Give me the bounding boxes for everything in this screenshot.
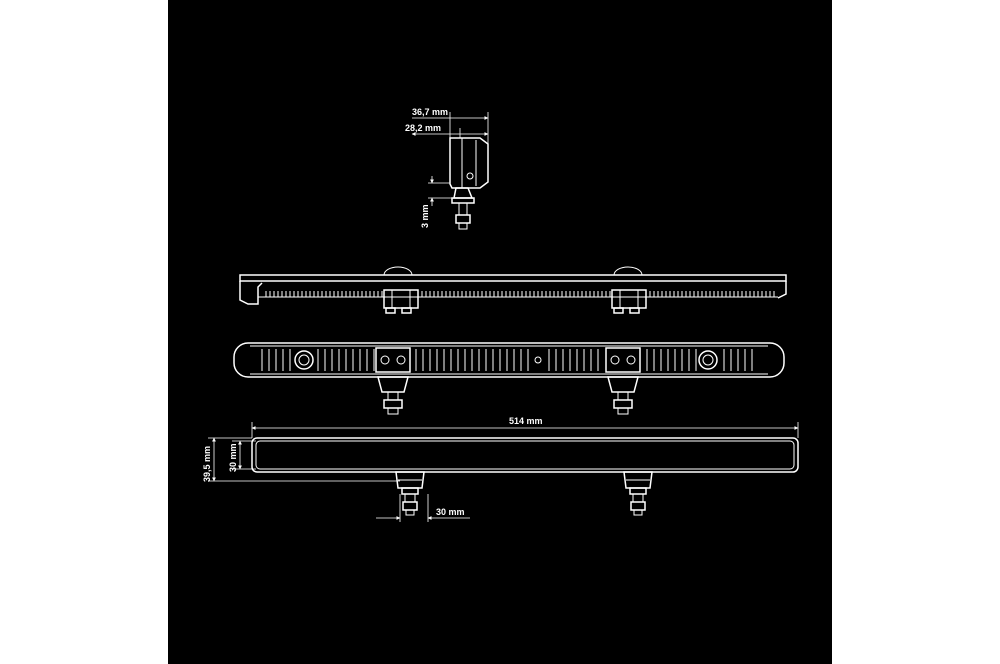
side-bolt-end <box>458 222 468 230</box>
rear-mount-hole-left <box>294 350 314 370</box>
side-bolt <box>458 202 468 216</box>
front-dimensions <box>208 422 799 522</box>
side-nut <box>455 214 471 224</box>
rear-housing <box>233 342 785 378</box>
front-bracket-right <box>623 471 653 516</box>
top-frame <box>239 274 787 282</box>
top-end-cap-left <box>239 281 263 305</box>
body-depth-dimension-label: 28,2 mm <box>405 123 441 133</box>
drawing-canvas <box>168 0 832 664</box>
top-end-cap-right <box>777 281 787 299</box>
side-pivot <box>466 172 474 180</box>
rear-bracket-left <box>375 347 411 415</box>
side-washer <box>451 197 475 204</box>
bolt-dimension-label: 3 mm <box>420 204 430 228</box>
lens-height-dimension-label: 30 mm <box>228 443 238 472</box>
top-bracket-right <box>611 289 647 314</box>
rear-mount-hole-right <box>698 350 718 370</box>
side-housing <box>449 137 489 189</box>
rear-heatsink-fins <box>261 349 753 371</box>
side-profile-view <box>449 137 489 230</box>
depth-dimension-label: 36,7 mm <box>412 107 448 117</box>
rear-bracket-right <box>605 347 641 415</box>
top-mount-bulge-right <box>613 266 643 276</box>
side-bracket <box>453 187 474 199</box>
top-view <box>239 266 787 314</box>
rear-center-screw <box>534 356 542 364</box>
front-lens <box>255 440 795 470</box>
top-bracket-left <box>383 289 419 314</box>
height-dimension-label: 39,5 mm <box>202 446 212 482</box>
side-dimensions <box>411 112 489 206</box>
front-view <box>251 437 799 516</box>
top-mount-bulge-left <box>383 266 413 276</box>
rear-view <box>233 342 785 415</box>
length-dimension-label: 514 mm <box>509 416 543 426</box>
top-heatsink-fins <box>265 291 775 297</box>
front-bracket-left <box>395 471 425 516</box>
front-housing <box>251 437 799 473</box>
bracket-dimension-label: 30 mm <box>436 507 465 517</box>
